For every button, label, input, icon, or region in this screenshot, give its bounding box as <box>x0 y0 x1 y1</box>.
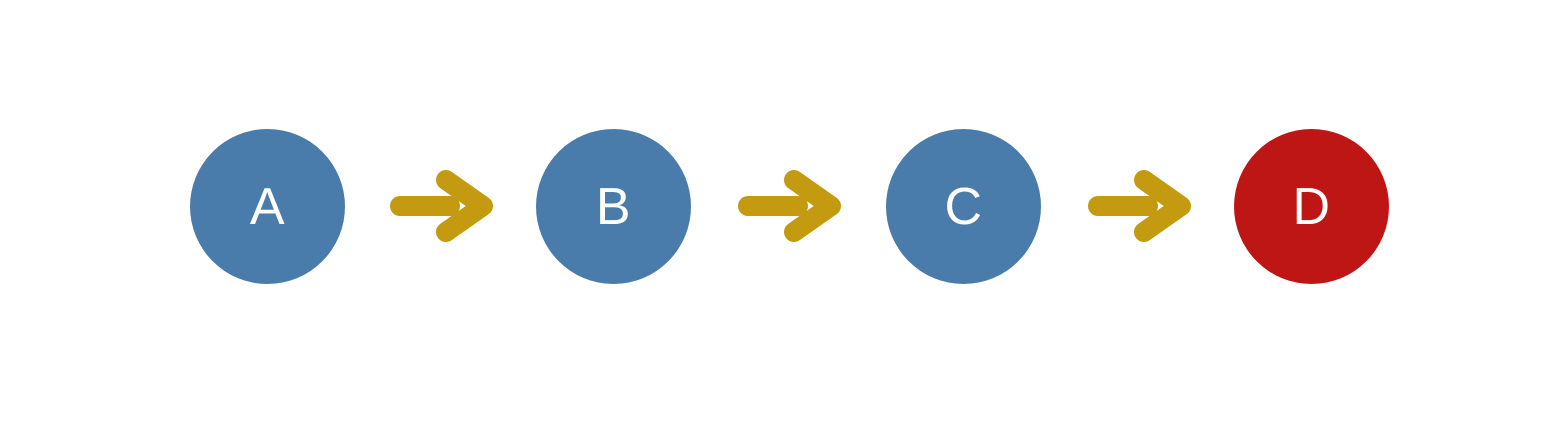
node-a-label: A <box>249 177 286 236</box>
node-b-label: B <box>595 177 632 236</box>
node-c: C <box>886 129 1041 284</box>
node-a: A <box>190 129 345 284</box>
node-c-label: C <box>944 177 983 236</box>
arrow-right-icon <box>1088 170 1191 242</box>
node-b: B <box>536 129 691 284</box>
node-d-label: D <box>1292 177 1331 236</box>
arrow-head <box>1134 170 1191 242</box>
arrow-right-icon <box>738 170 841 242</box>
arrow-head <box>436 170 493 242</box>
arrow-b-to-c <box>738 170 841 242</box>
node-d: D <box>1234 129 1389 284</box>
arrow-right-icon <box>390 170 493 242</box>
arrow-a-to-b <box>390 170 493 242</box>
arrow-c-to-d <box>1088 170 1191 242</box>
arrow-head <box>784 170 841 242</box>
